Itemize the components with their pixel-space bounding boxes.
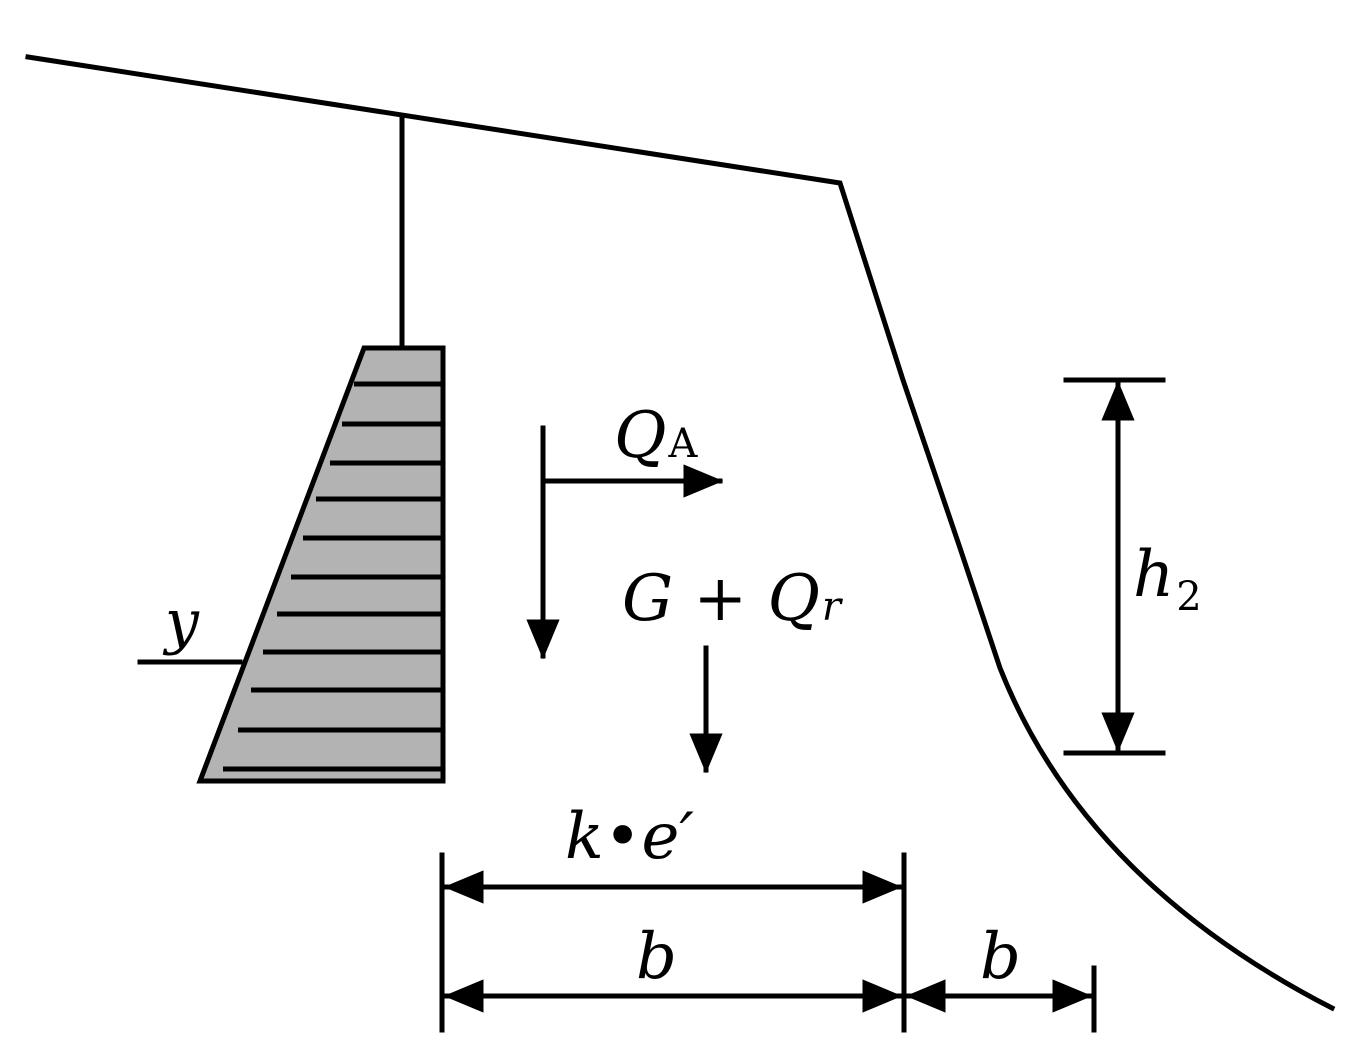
eccentric-label: k•e′ xyxy=(565,800,694,874)
depth-label: y xyxy=(162,587,200,657)
width-left-label: b xyxy=(636,920,677,994)
eccentric-dimension xyxy=(439,852,1097,1033)
lateral-force-label: QA xyxy=(614,399,698,473)
footing-hatch xyxy=(223,381,443,772)
force-arrows xyxy=(526,425,724,660)
ground-slope-line xyxy=(25,54,1336,1012)
vertical-load-label: G + Qr xyxy=(622,562,844,636)
height-label: h2 xyxy=(1133,538,1202,620)
width-right-label: b xyxy=(980,920,1021,994)
height-dimension xyxy=(1063,377,1166,756)
footing xyxy=(196,345,446,784)
footing-body xyxy=(196,345,446,784)
